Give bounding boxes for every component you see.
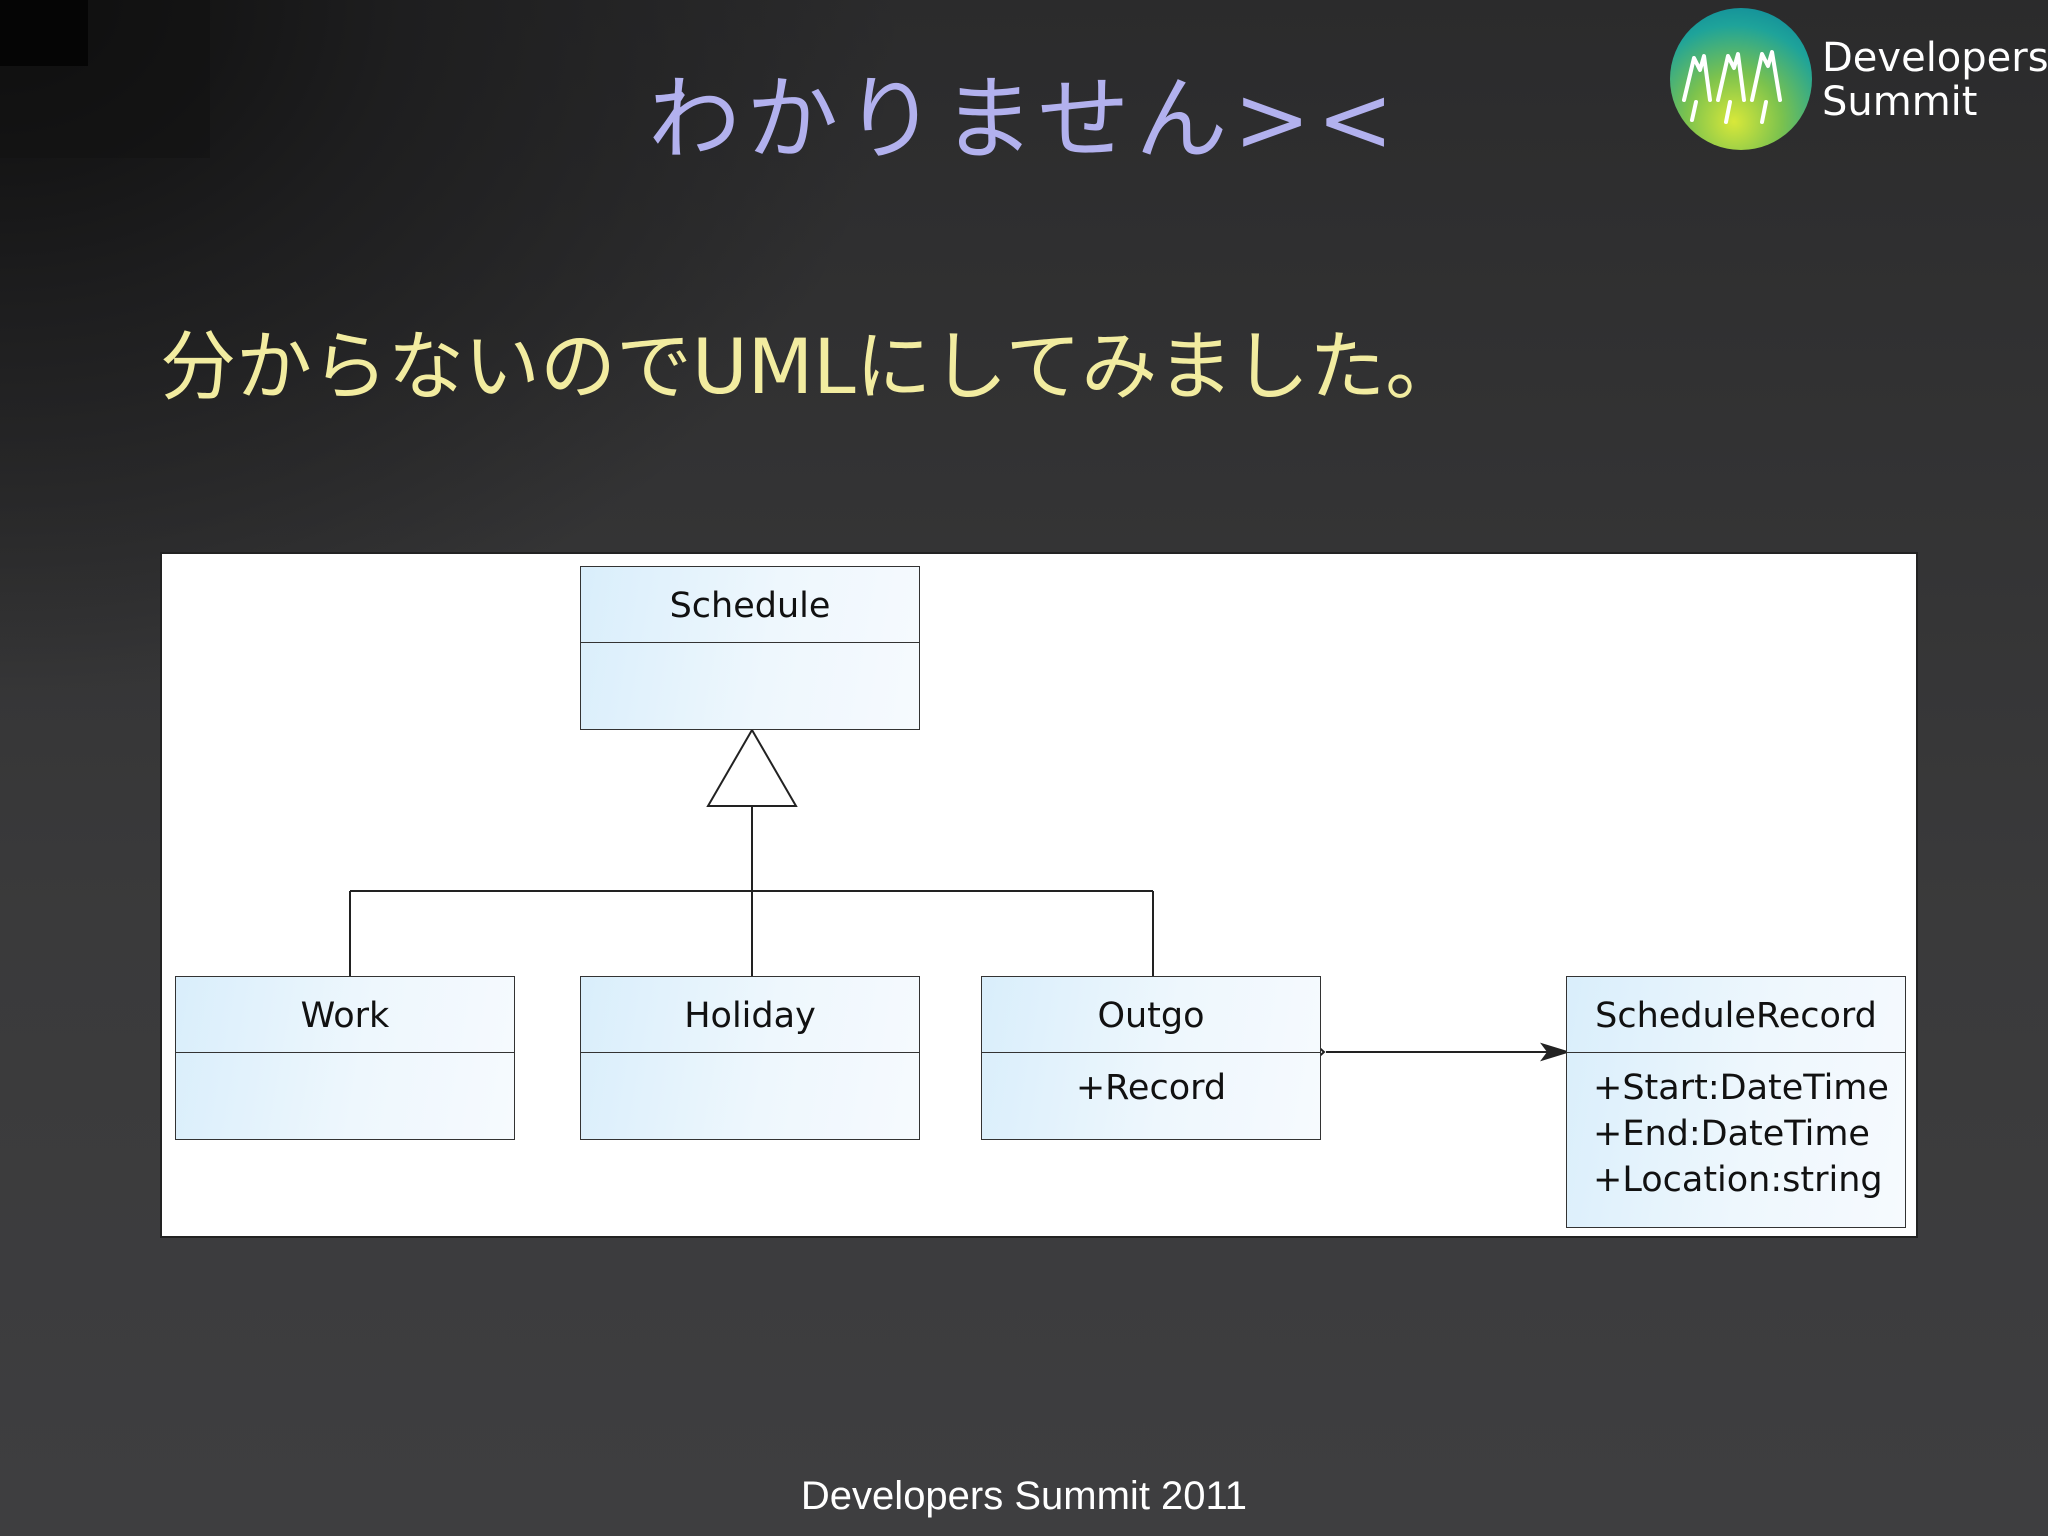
attribute: +End:DateTime [1593, 1114, 1870, 1154]
logo-wordmark: Developers Summit [1822, 36, 2048, 124]
slide-footer: Developers Summit 2011 [800, 1474, 1248, 1518]
class-name-outgo: Outgo [982, 977, 1320, 1053]
attribute: +Location:string [1593, 1160, 1883, 1200]
slide-title: わかりません>< [648, 66, 1400, 173]
class-schedule-record: ScheduleRecord +Start:DateTime +End:Date… [1566, 976, 1906, 1228]
class-outgo: Outgo +Record [981, 976, 1321, 1140]
class-attributes-schedule-record: +Start:DateTime +End:DateTime +Location:… [1567, 1053, 1905, 1203]
attribute: +Record [1075, 1068, 1227, 1108]
class-name-schedule: Schedule [581, 567, 919, 643]
class-attributes-outgo: +Record [982, 1053, 1320, 1111]
generalization-arrowhead [706, 728, 798, 807]
class-name-schedule-record: ScheduleRecord [1567, 977, 1905, 1053]
developers-summit-mountains-icon [1670, 8, 1812, 150]
class-work: Work [175, 976, 515, 1140]
logo-line-1: Developers [1822, 35, 2048, 81]
slide-subtitle: 分からないのでUMLにしてみました。 [160, 322, 1462, 411]
class-name-holiday: Holiday [581, 977, 919, 1053]
class-schedule: Schedule [580, 566, 920, 730]
developers-summit-logo: Developers Summit [1670, 8, 2048, 152]
uml-class-diagram: Schedule Work Holiday Outgo +Record Sche… [160, 552, 1918, 1238]
attribute: +Start:DateTime [1593, 1068, 1889, 1108]
class-holiday: Holiday [580, 976, 920, 1140]
logo-line-2: Summit [1822, 79, 1978, 125]
corner-block [0, 0, 88, 66]
navigability-arrowhead [1540, 1042, 1571, 1062]
class-name-work: Work [176, 977, 514, 1053]
